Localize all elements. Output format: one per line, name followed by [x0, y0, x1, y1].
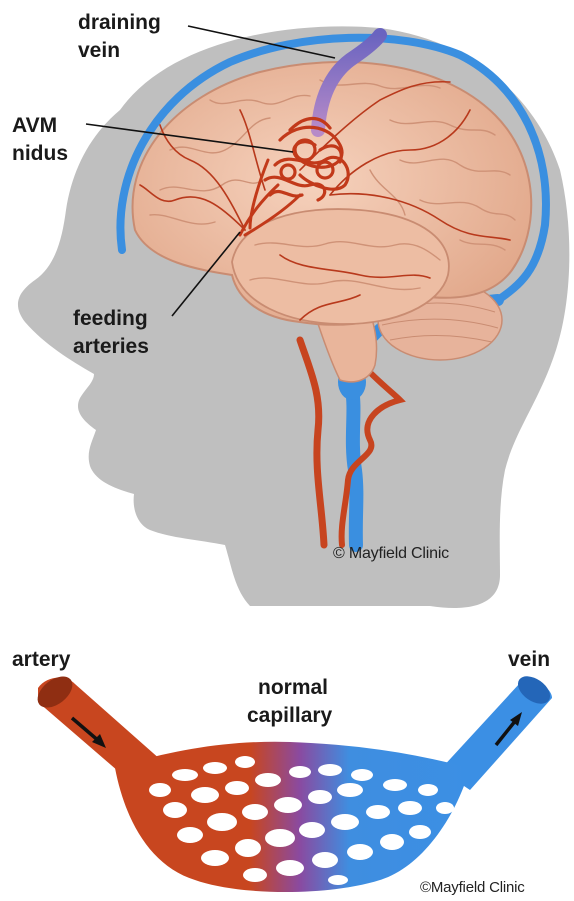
temporal-lobe — [232, 209, 449, 324]
bottom-credit: ©Mayfield Clinic — [420, 879, 525, 896]
draining-vein-label-line1: draining — [78, 10, 161, 35]
avm-nidus-label-line2: nidus — [12, 141, 68, 166]
avm-nidus-label-line1: AVM — [12, 113, 57, 138]
vein-label: vein — [508, 647, 550, 672]
feeding-arteries-label-line2: arteries — [73, 334, 149, 359]
capillary-label-line2: capillary — [247, 703, 332, 728]
draining-vein-label-line2: vein — [78, 38, 120, 63]
top-credit: © Mayfield Clinic — [333, 545, 449, 563]
capillary-label-line1: normal — [258, 675, 328, 700]
feeding-arteries-label-line1: feeding — [73, 306, 148, 331]
artery-label: artery — [12, 647, 70, 672]
